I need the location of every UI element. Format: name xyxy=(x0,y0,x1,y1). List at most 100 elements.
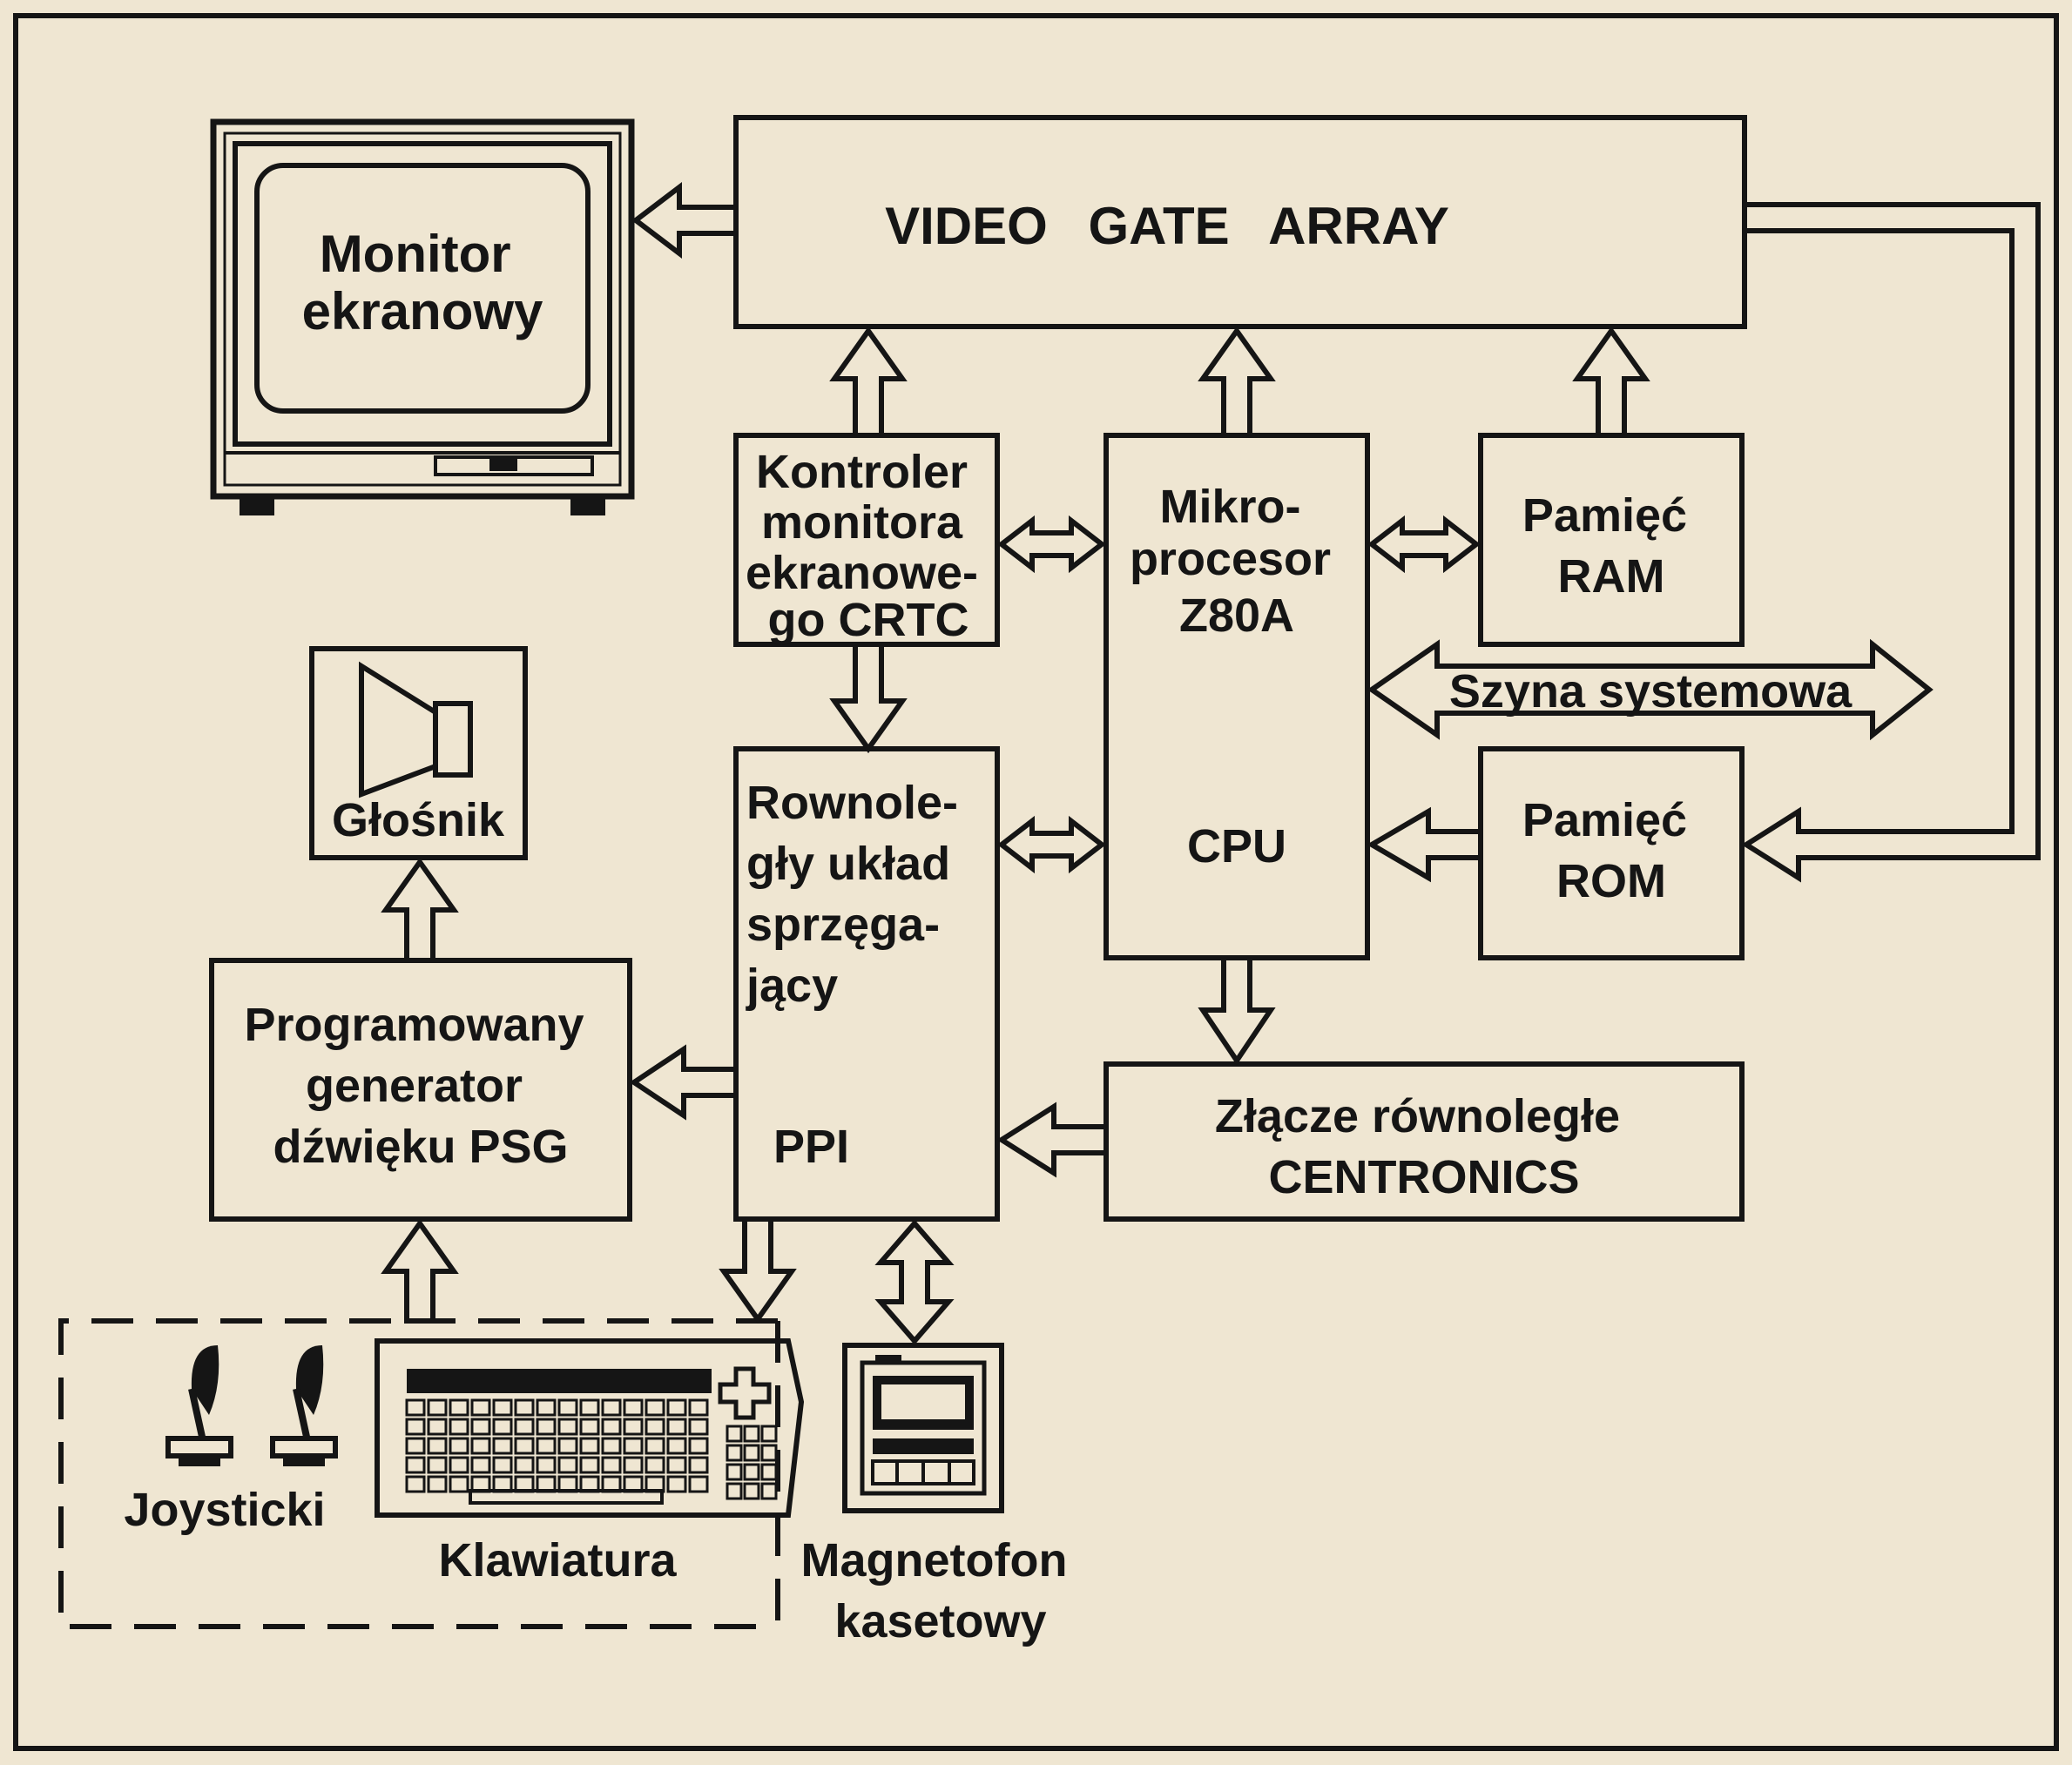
keyboard-key xyxy=(690,1400,707,1415)
keyboard-key xyxy=(516,1400,533,1415)
arrow-cpu-ram xyxy=(1372,521,1476,568)
keyboard-key xyxy=(603,1438,620,1453)
keyboard-key xyxy=(450,1400,468,1415)
keyboard-key xyxy=(646,1400,664,1415)
cassette-recorder-label: Magnetofon kasetowy xyxy=(801,1534,1081,1647)
keyboard-key xyxy=(581,1400,598,1415)
keyboard-key xyxy=(668,1438,685,1453)
numpad-key xyxy=(745,1445,759,1460)
keyboard-key xyxy=(668,1419,685,1434)
numpad-key xyxy=(727,1465,741,1479)
arrow-rom-to-cpu xyxy=(1372,812,1481,878)
arrow-joysticks-to-psg xyxy=(386,1223,454,1321)
keyboard-key xyxy=(472,1458,489,1472)
keyboard-key xyxy=(450,1458,468,1472)
keyboard-key xyxy=(624,1400,642,1415)
keyboard-key xyxy=(537,1400,555,1415)
keyboard-key xyxy=(516,1438,533,1453)
keyboard-key xyxy=(429,1400,446,1415)
keyboard-key xyxy=(646,1458,664,1472)
joystick-icon xyxy=(168,1345,231,1466)
keyboard-key xyxy=(559,1419,577,1434)
speaker-label: Głośnik xyxy=(332,794,505,846)
arrow-ppi-tape xyxy=(881,1223,948,1341)
arrow-crtc-to-ppi xyxy=(834,644,902,749)
arrow-crtc-to-vga xyxy=(834,331,902,435)
keyboard-key xyxy=(516,1419,533,1434)
keyboard-icon xyxy=(377,1341,801,1515)
joysticks-label: Joysticki xyxy=(124,1484,325,1536)
numpad-key xyxy=(727,1445,741,1460)
arrow-vga-to-monitor xyxy=(636,187,736,253)
keyboard-key xyxy=(668,1400,685,1415)
keyboard-key xyxy=(646,1419,664,1434)
keyboard-key xyxy=(668,1477,685,1492)
rom-box xyxy=(1481,749,1742,958)
arrow-ppi-to-psg xyxy=(634,1049,736,1115)
keyboard-key xyxy=(494,1438,511,1453)
arrow-ppi-to-keyboard xyxy=(724,1219,792,1319)
arrow-ram-to-vga xyxy=(1577,331,1645,435)
arrow-crtc-cpu xyxy=(1002,521,1102,568)
keyboard-key xyxy=(690,1438,707,1453)
video-gate-array-label: VIDEO GATE ARRAY xyxy=(885,197,1449,255)
keyboard-key xyxy=(472,1419,489,1434)
keyboard-key xyxy=(559,1458,577,1472)
numpad-key xyxy=(762,1445,776,1460)
keyboard-key xyxy=(581,1458,598,1472)
keyboard-key xyxy=(450,1477,468,1492)
keyboard-key xyxy=(494,1400,511,1415)
keyboard-key xyxy=(603,1458,620,1472)
keyboard-key xyxy=(559,1438,577,1453)
keyboard-key xyxy=(690,1419,707,1434)
numpad-key xyxy=(762,1465,776,1479)
keyboard-key xyxy=(581,1438,598,1453)
keyboard-key xyxy=(624,1419,642,1434)
ppi-label: Rownole- gły układ sprzęga- jący xyxy=(746,777,971,1012)
keyboard-key xyxy=(624,1438,642,1453)
cpu-short-label: CPU xyxy=(1187,820,1286,872)
keyboard-label: Klawiatura xyxy=(438,1534,677,1586)
joystick-icon xyxy=(273,1345,335,1466)
keyboard-key xyxy=(603,1400,620,1415)
keyboard-key xyxy=(429,1477,446,1492)
numpad-key xyxy=(745,1484,759,1499)
keyboard-key xyxy=(668,1458,685,1472)
numpad-key xyxy=(762,1484,776,1499)
keyboard-key xyxy=(407,1477,424,1492)
keyboard-key xyxy=(624,1458,642,1472)
keyboard-key xyxy=(429,1419,446,1434)
keyboard-key xyxy=(690,1477,707,1492)
keyboard-key xyxy=(516,1458,533,1472)
monitor-label: Monitor ekranowy xyxy=(302,225,543,340)
ppi-short-label: PPI xyxy=(773,1121,849,1173)
keyboard-key xyxy=(581,1419,598,1434)
keyboard-key xyxy=(407,1400,424,1415)
keyboard-key xyxy=(646,1438,664,1453)
arrow-psg-to-speaker xyxy=(386,862,454,960)
keyboard-key xyxy=(559,1400,577,1415)
keyboard-key xyxy=(494,1458,511,1472)
ram-label: Pamięć RAM xyxy=(1522,489,1700,603)
keyboard-key xyxy=(429,1458,446,1472)
numpad-key xyxy=(745,1426,759,1441)
keyboard-key xyxy=(450,1419,468,1434)
arrow-centronics-to-ppi xyxy=(1002,1107,1106,1173)
numpad-key xyxy=(727,1484,741,1499)
keyboard-key xyxy=(472,1400,489,1415)
system-bus-label: Szyna systemowa xyxy=(1449,665,1853,717)
psg-label: Programowany generator dźwięku PSG xyxy=(244,999,597,1173)
arrow-cpu-to-centronics xyxy=(1203,958,1271,1061)
keyboard-key xyxy=(429,1438,446,1453)
centronics-label: Złącze równoległe CENTRONICS xyxy=(1215,1090,1633,1203)
numpad-key xyxy=(762,1426,776,1441)
cpu-label: Mikro- procesor Z80A xyxy=(1130,481,1344,642)
cassette-recorder-icon xyxy=(862,1355,984,1493)
keyboard-key xyxy=(537,1419,555,1434)
keyboard-key xyxy=(407,1419,424,1434)
keyboard-key xyxy=(450,1438,468,1453)
keyboard-key xyxy=(407,1438,424,1453)
rom-label: Pamięć ROM xyxy=(1522,794,1700,907)
arrow-ppi-cpu xyxy=(1002,821,1102,868)
